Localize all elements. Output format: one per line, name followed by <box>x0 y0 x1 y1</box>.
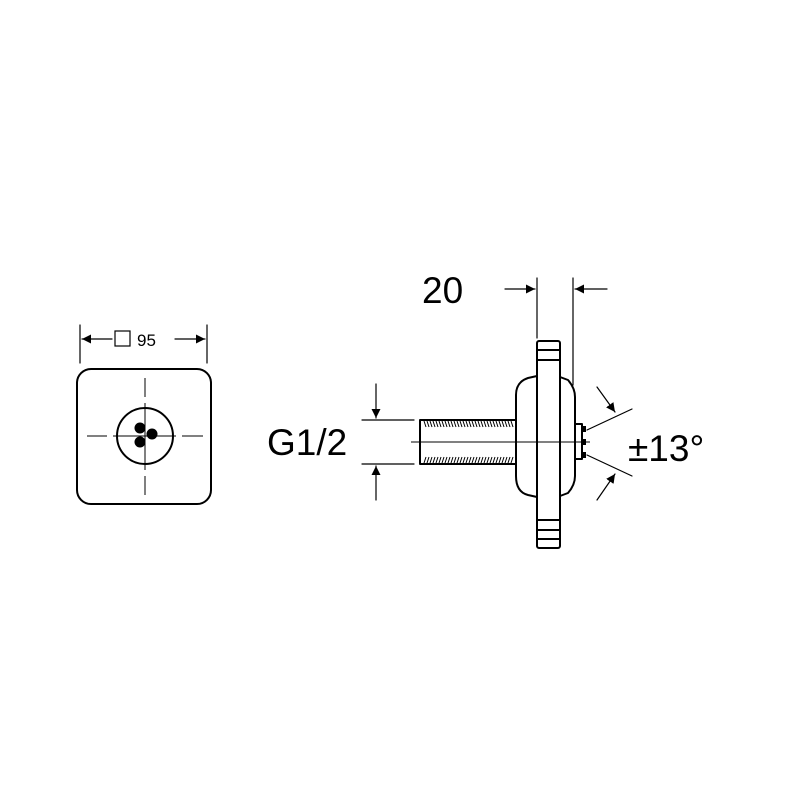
nozzle-ring <box>116 407 174 465</box>
side-view: 20 <box>267 270 704 549</box>
square-symbol-icon <box>114 330 131 347</box>
thread-dimension: G1/2 <box>267 383 415 501</box>
rosette-profile <box>536 340 576 549</box>
thread-size-label: G1/2 <box>267 422 347 463</box>
nozzle-head <box>574 423 586 460</box>
swivel-angle-dimension: ±13° <box>586 386 704 501</box>
front-view: 95 <box>76 324 212 505</box>
depth-dimension: 20 <box>422 270 608 386</box>
width-dimension: 95 <box>79 324 208 364</box>
depth-value: 20 <box>422 270 463 311</box>
front-center-lines <box>87 378 203 495</box>
swivel-angle-label: ±13° <box>628 428 704 469</box>
jet-holes <box>134 422 158 448</box>
mounting-plate <box>515 375 538 498</box>
square-plate <box>76 368 212 505</box>
width-value: 95 <box>137 331 156 350</box>
